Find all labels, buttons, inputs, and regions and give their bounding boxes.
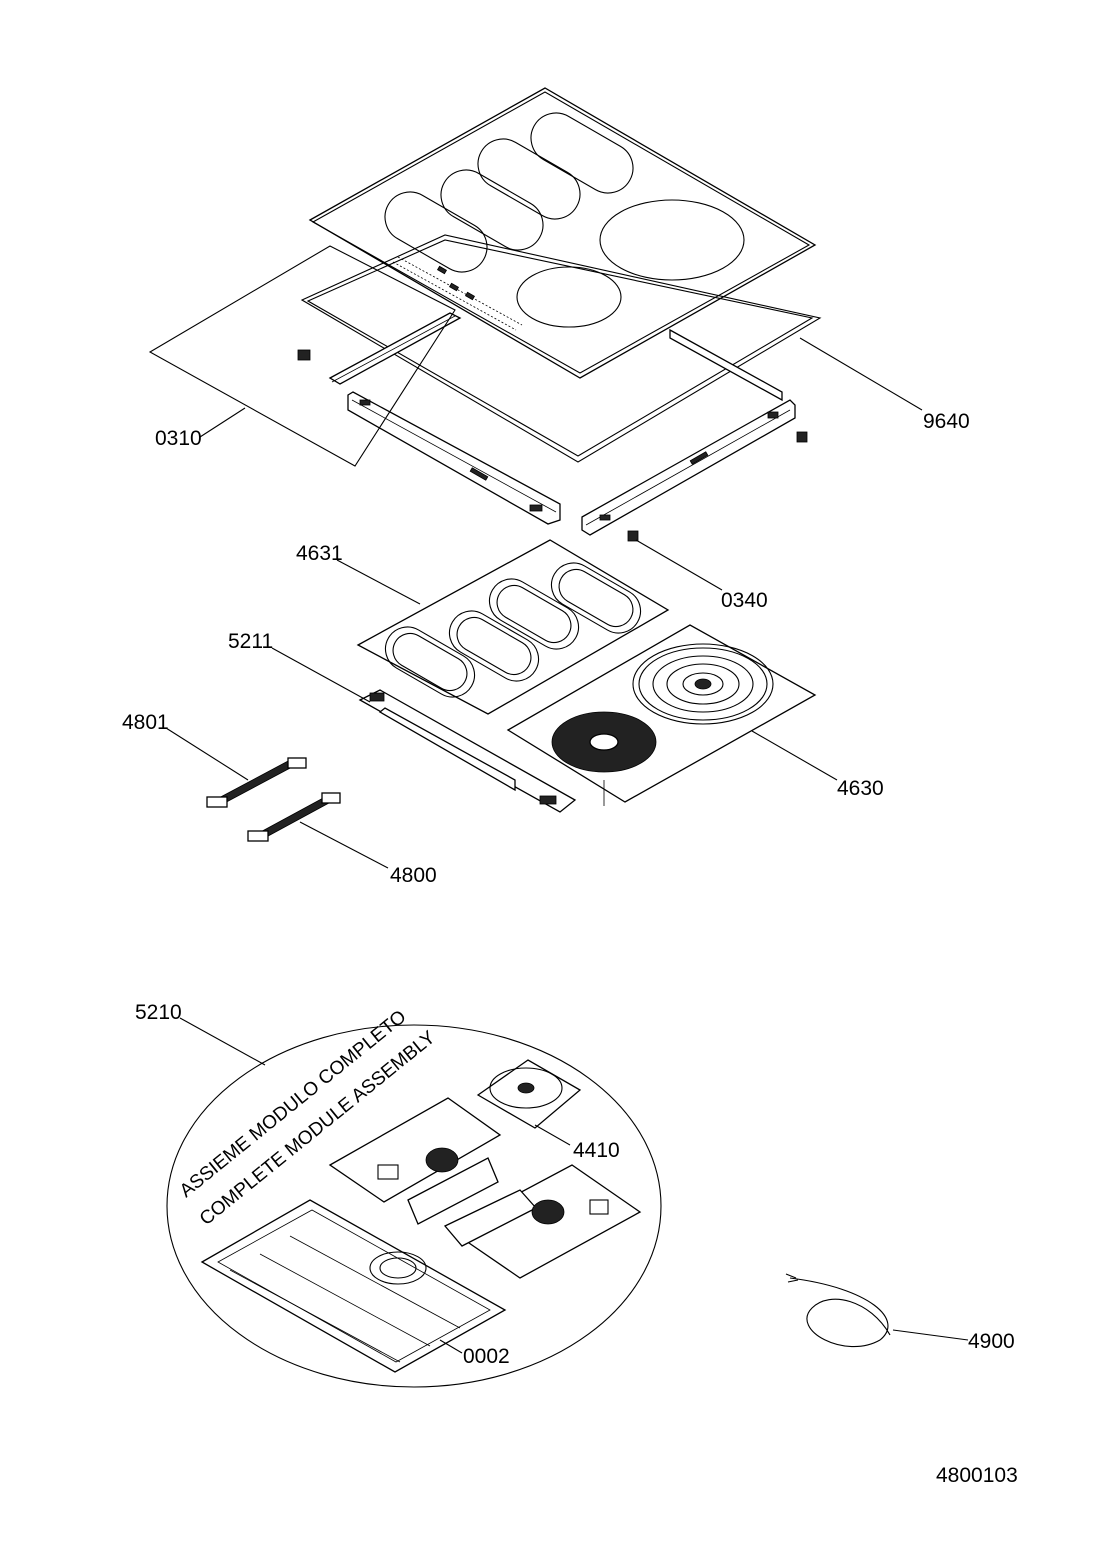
callout-4630: 4630 <box>837 777 884 800</box>
cooking-zone-ovals <box>384 112 634 273</box>
callout-5210: 5210 <box>135 1001 182 1024</box>
outline-rhombus <box>148 245 456 467</box>
side-rails <box>328 312 796 536</box>
callout-4800: 4800 <box>390 864 437 887</box>
inductor-plate-oval <box>356 539 670 715</box>
power-board-upper <box>328 1097 502 1225</box>
module-assembly-ellipse <box>166 1024 662 1388</box>
control-keyboard <box>358 689 577 813</box>
cooling-fan <box>476 1059 582 1129</box>
small-round-zone <box>516 266 622 328</box>
callout-4900: 4900 <box>968 1330 1015 1353</box>
drawing-number: 4800103 <box>936 1464 1018 1487</box>
callout-5211: 5211 <box>228 630 273 653</box>
callout-4801: 4801 <box>122 711 169 734</box>
power-cable <box>785 1273 891 1348</box>
flat-cable-4801 <box>206 757 307 808</box>
gasket-frame <box>300 234 822 463</box>
flat-cable-4800 <box>247 792 341 842</box>
touch-control-strip <box>392 256 523 331</box>
callout-4410: 4410 <box>573 1139 620 1162</box>
callout-0340: 0340 <box>721 589 768 612</box>
leader-lines <box>165 337 969 1354</box>
module-base-tray <box>200 1199 507 1373</box>
large-round-zone <box>599 199 745 281</box>
callout-0002: 0002 <box>463 1345 510 1368</box>
callout-0310: 0310 <box>155 427 202 450</box>
callout-9640: 9640 <box>923 410 970 433</box>
fixing-clips <box>297 349 808 542</box>
power-board-lower <box>443 1164 642 1279</box>
inductor-plate-round <box>506 624 817 806</box>
callout-4631: 4631 <box>296 542 343 565</box>
glass-ceramic-top <box>308 87 817 379</box>
